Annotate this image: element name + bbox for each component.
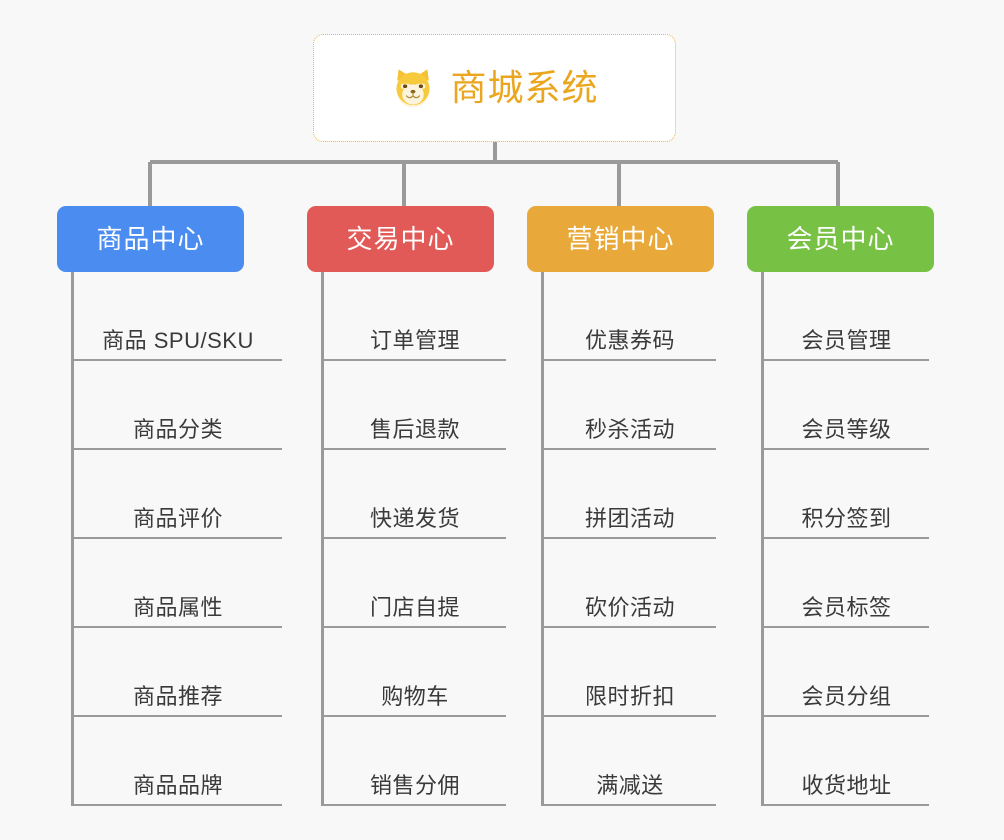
leaf-column-4: 会员管理会员等级积分签到会员标签会员分组收货地址	[761, 272, 929, 806]
leaf-item[interactable]: 限时折扣	[544, 628, 716, 717]
leaf-item[interactable]: 商品属性	[74, 539, 282, 628]
leaf-item[interactable]: 会员管理	[764, 272, 929, 361]
leaf-item[interactable]: 商品推荐	[74, 628, 282, 717]
shiba-dog-face-icon	[396, 69, 431, 108]
leaf-item[interactable]: 会员等级	[764, 361, 929, 450]
leaf-item-label: 购物车	[381, 684, 449, 709]
leaf-item-label: 积分签到	[801, 506, 892, 531]
leaf-item[interactable]: 秒杀活动	[544, 361, 716, 450]
leaf-item-label: 秒杀活动	[584, 417, 675, 442]
leaf-item-label: 商品评价	[132, 506, 223, 531]
leaf-item-label: 商品分类	[132, 417, 223, 442]
column-spine-line	[321, 272, 324, 806]
category-label: 商品中心	[96, 224, 205, 254]
root-title: 商城系统	[450, 67, 599, 108]
leaf-item-label: 会员标签	[801, 595, 892, 620]
leaf-item-label: 拼团活动	[584, 506, 675, 531]
category-label: 会员中心	[786, 224, 895, 254]
leaf-item-label: 商品品牌	[132, 773, 223, 798]
leaf-item[interactable]: 砍价活动	[544, 539, 716, 628]
leaf-item[interactable]: 售后退款	[324, 361, 506, 450]
leaf-item-label: 限时折扣	[584, 684, 675, 709]
leaf-column-3: 优惠券码秒杀活动拼团活动砍价活动限时折扣满减送	[541, 272, 716, 806]
leaf-item-label: 订单管理	[369, 328, 460, 353]
category-label: 交易中心	[346, 224, 455, 254]
leaf-item[interactable]: 门店自提	[324, 539, 506, 628]
leaf-item[interactable]: 收货地址	[764, 717, 929, 806]
leaf-column-1: 商品 SPU/SKU 商品分类商品评价商品属性商品推荐商品品牌	[71, 272, 282, 806]
leaf-item[interactable]: 会员标签	[764, 539, 929, 628]
leaf-item-label: 销售分佣	[369, 773, 460, 798]
leaf-item[interactable]: 商品评价	[74, 450, 282, 539]
leaf-item-label: 商品推荐	[132, 684, 223, 709]
leaf-item[interactable]: 满减送	[544, 717, 716, 806]
leaf-item-label: 商品属性	[132, 595, 223, 620]
leaf-item-label: 快递发货	[369, 506, 460, 531]
leaf-item[interactable]: 积分签到	[764, 450, 929, 539]
leaf-item-label: 满减送	[596, 773, 664, 798]
leaf-item[interactable]: 拼团活动	[544, 450, 716, 539]
leaf-item[interactable]: 快递发货	[324, 450, 506, 539]
leaf-item-label: 收货地址	[801, 773, 892, 798]
leaf-item[interactable]: 优惠券码	[544, 272, 716, 361]
column-spine-line	[71, 272, 74, 806]
column-spine-line	[761, 272, 764, 806]
category-box-1[interactable]: 商品中心	[57, 206, 244, 272]
leaf-item-label: 砍价活动	[584, 595, 675, 620]
leaf-item-label: 售后退款	[369, 417, 460, 442]
leaf-item-label: 商品 SPU/SKU	[102, 328, 254, 353]
column-spine-line	[541, 272, 544, 806]
leaf-item[interactable]: 商品分类	[74, 361, 282, 450]
leaf-item[interactable]: 商品品牌	[74, 717, 282, 806]
category-label: 营销中心	[566, 224, 675, 254]
leaf-item[interactable]: 商品 SPU/SKU	[74, 272, 282, 361]
leaf-item[interactable]: 销售分佣	[324, 717, 506, 806]
leaf-item[interactable]: 会员分组	[764, 628, 929, 717]
leaf-item-label: 门店自提	[369, 595, 460, 620]
leaf-item[interactable]: 购物车	[324, 628, 506, 717]
leaf-item[interactable]: 订单管理	[324, 272, 506, 361]
category-box-2[interactable]: 交易中心	[307, 206, 494, 272]
leaf-item-label: 会员分组	[801, 684, 892, 709]
leaf-item-label: 优惠券码	[584, 328, 675, 353]
category-box-4[interactable]: 会员中心	[747, 206, 934, 272]
leaf-column-2: 订单管理售后退款快递发货门店自提购物车销售分佣	[321, 272, 506, 806]
leaf-item-label: 会员等级	[801, 417, 892, 442]
leaf-item-label: 会员管理	[801, 328, 892, 353]
root-node[interactable]: 商城系统	[313, 34, 676, 142]
category-box-3[interactable]: 营销中心	[527, 206, 714, 272]
